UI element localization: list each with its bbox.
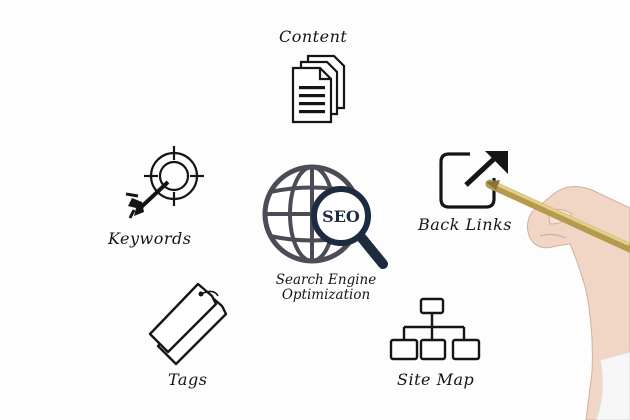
globe-magnifier-icon: SEO — [262, 164, 388, 269]
center-label-line2: Optimization — [281, 287, 371, 303]
hand-with-pen — [485, 179, 630, 420]
tags-icon — [148, 282, 228, 366]
external-link-icon — [439, 151, 508, 209]
center-label-line1: Search Engine — [275, 272, 377, 288]
center-label: Search Engine Optimization — [246, 273, 406, 303]
label-site-map: Site Map — [397, 370, 475, 389]
label-back-links: Back Links — [418, 215, 512, 234]
sitemap-icon — [389, 297, 481, 361]
label-content: Content — [279, 27, 348, 46]
label-keywords: Keywords — [108, 229, 192, 248]
target-crosshair-icon — [125, 146, 204, 219]
label-tags: Tags — [168, 370, 208, 389]
documents-icon — [291, 54, 346, 124]
seo-badge-text: SEO — [322, 207, 360, 226]
